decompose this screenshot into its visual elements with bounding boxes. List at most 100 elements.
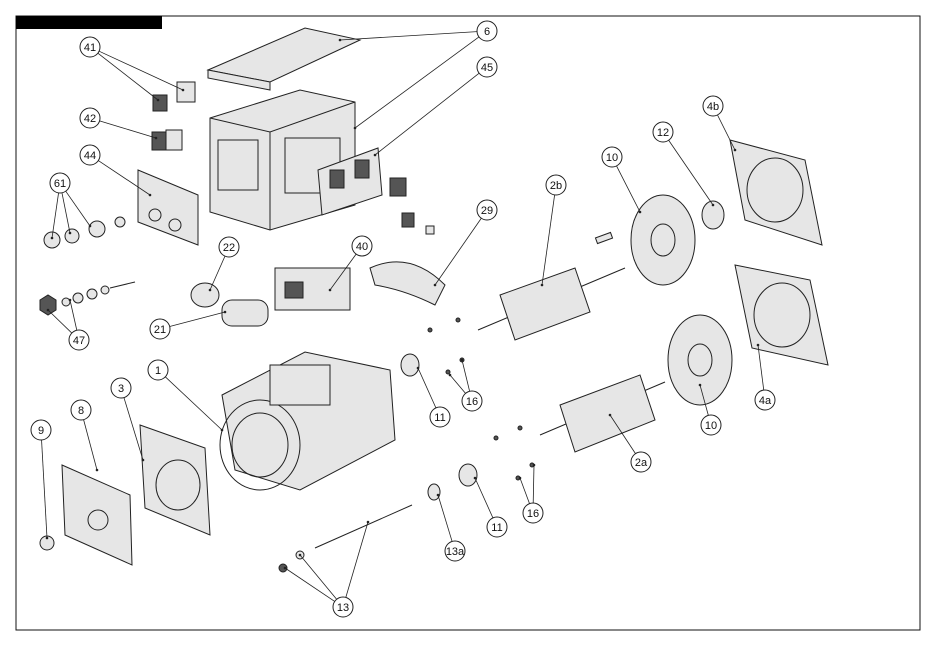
- leader-dot: [734, 149, 737, 152]
- callout-label: 41: [84, 42, 96, 54]
- leader-line: [758, 345, 764, 390]
- part-switches: [390, 178, 434, 234]
- leader-dot: [47, 309, 50, 312]
- part-capacitor-22: [191, 283, 219, 307]
- leader-line: [285, 568, 335, 601]
- callout-13a: 13a: [437, 494, 465, 561]
- callout-8: 8: [71, 400, 98, 471]
- leader-dot: [519, 477, 522, 480]
- callout-11: 11: [474, 477, 507, 537]
- leader-line: [450, 375, 466, 393]
- callout-41: 41: [80, 37, 184, 101]
- callout-label: 1: [155, 365, 161, 377]
- callout-12: 12: [653, 122, 714, 206]
- leader-line: [98, 53, 158, 100]
- leader-line: [462, 360, 470, 391]
- leader-dot: [437, 494, 440, 497]
- leader-dot: [712, 204, 715, 207]
- leader-dot: [182, 89, 185, 92]
- leader-dot: [374, 154, 377, 157]
- leader-dot: [155, 137, 158, 140]
- callout-42: 42: [80, 108, 157, 139]
- leader-dot: [639, 211, 642, 214]
- part-capacitor-21: [222, 300, 268, 326]
- leader-dot: [142, 459, 145, 462]
- part-rotor-2a: [540, 375, 665, 452]
- callout-label: 10: [705, 420, 717, 432]
- callout-4b: 4b: [703, 96, 736, 151]
- leader-line: [418, 368, 436, 408]
- part-regulator: [275, 268, 350, 310]
- leader-line: [717, 115, 735, 150]
- callout-label: 12: [657, 127, 669, 139]
- part-key: [595, 232, 612, 243]
- leader-dot: [541, 284, 544, 287]
- part-control-panel: [138, 170, 198, 245]
- leader-dot: [609, 414, 612, 417]
- leader-dot: [149, 194, 152, 197]
- leader-line: [438, 495, 452, 541]
- callout-label: 44: [84, 150, 96, 162]
- part-terminal-bolt: [40, 282, 135, 315]
- callout-1: 1: [148, 360, 223, 431]
- leader-dot: [474, 477, 477, 480]
- part-fan-upper: [631, 195, 695, 285]
- leader-line: [533, 465, 534, 503]
- callout-label: 10: [606, 152, 618, 164]
- part-flange-4b: [730, 140, 822, 245]
- leader-line: [375, 73, 479, 155]
- leader-line: [48, 310, 72, 333]
- leader-dot: [69, 299, 72, 302]
- callout-2b: 2b: [541, 175, 566, 286]
- callout-label: 61: [54, 178, 66, 190]
- callout-label: 4b: [707, 101, 719, 113]
- callout-label: 29: [481, 205, 493, 217]
- leader-line: [210, 256, 225, 290]
- leader-dot: [96, 469, 99, 472]
- callout-label: 6: [484, 26, 490, 38]
- leader-dot: [354, 127, 357, 130]
- leader-dot: [533, 464, 536, 467]
- leader-line: [99, 51, 183, 90]
- part-switch-42: [152, 130, 182, 150]
- callout-label: 2b: [550, 180, 562, 192]
- part-bushings: [44, 217, 125, 248]
- part-stator-housing: [220, 352, 395, 490]
- leader-line: [70, 300, 77, 330]
- part-fan-cover: [370, 262, 445, 305]
- part-bush-13a: [428, 484, 440, 500]
- callout-label: 2a: [635, 457, 648, 469]
- leader-line: [475, 478, 493, 518]
- callout-11: 11: [417, 367, 450, 427]
- callout-16: 16: [519, 464, 543, 523]
- leader-dot: [209, 289, 212, 292]
- leader-dot: [417, 367, 420, 370]
- callout-label: 8: [78, 405, 84, 417]
- callout-16: 16: [449, 359, 482, 411]
- leader-dot: [434, 284, 437, 287]
- callout-label: 22: [223, 242, 235, 254]
- leader-line: [66, 191, 90, 226]
- callout-10: 10: [602, 147, 641, 213]
- callout-4a: 4a: [755, 344, 775, 410]
- leader-dot: [329, 289, 332, 292]
- leader-line: [62, 193, 70, 233]
- leader-dot: [367, 521, 370, 524]
- callout-21: 21: [150, 311, 226, 339]
- part-top-cover: [208, 28, 360, 90]
- leader-dot: [224, 311, 227, 314]
- part-fan-lower: [668, 315, 732, 405]
- callout-6: 6: [339, 21, 497, 129]
- part-switch-41: [153, 82, 195, 111]
- callout-label: 21: [154, 324, 166, 336]
- leader-line: [669, 140, 713, 205]
- callout-layer: 416454244614b12102b2922404721134a8111610…: [31, 21, 775, 617]
- callout-label: 16: [466, 396, 478, 408]
- callout-9: 9: [31, 420, 51, 539]
- leader-line: [617, 166, 640, 212]
- callout-label: 4a: [759, 395, 772, 407]
- leader-dot: [157, 99, 160, 102]
- callout-13: 13: [284, 521, 370, 617]
- part-bearing-11-lower: [459, 464, 477, 486]
